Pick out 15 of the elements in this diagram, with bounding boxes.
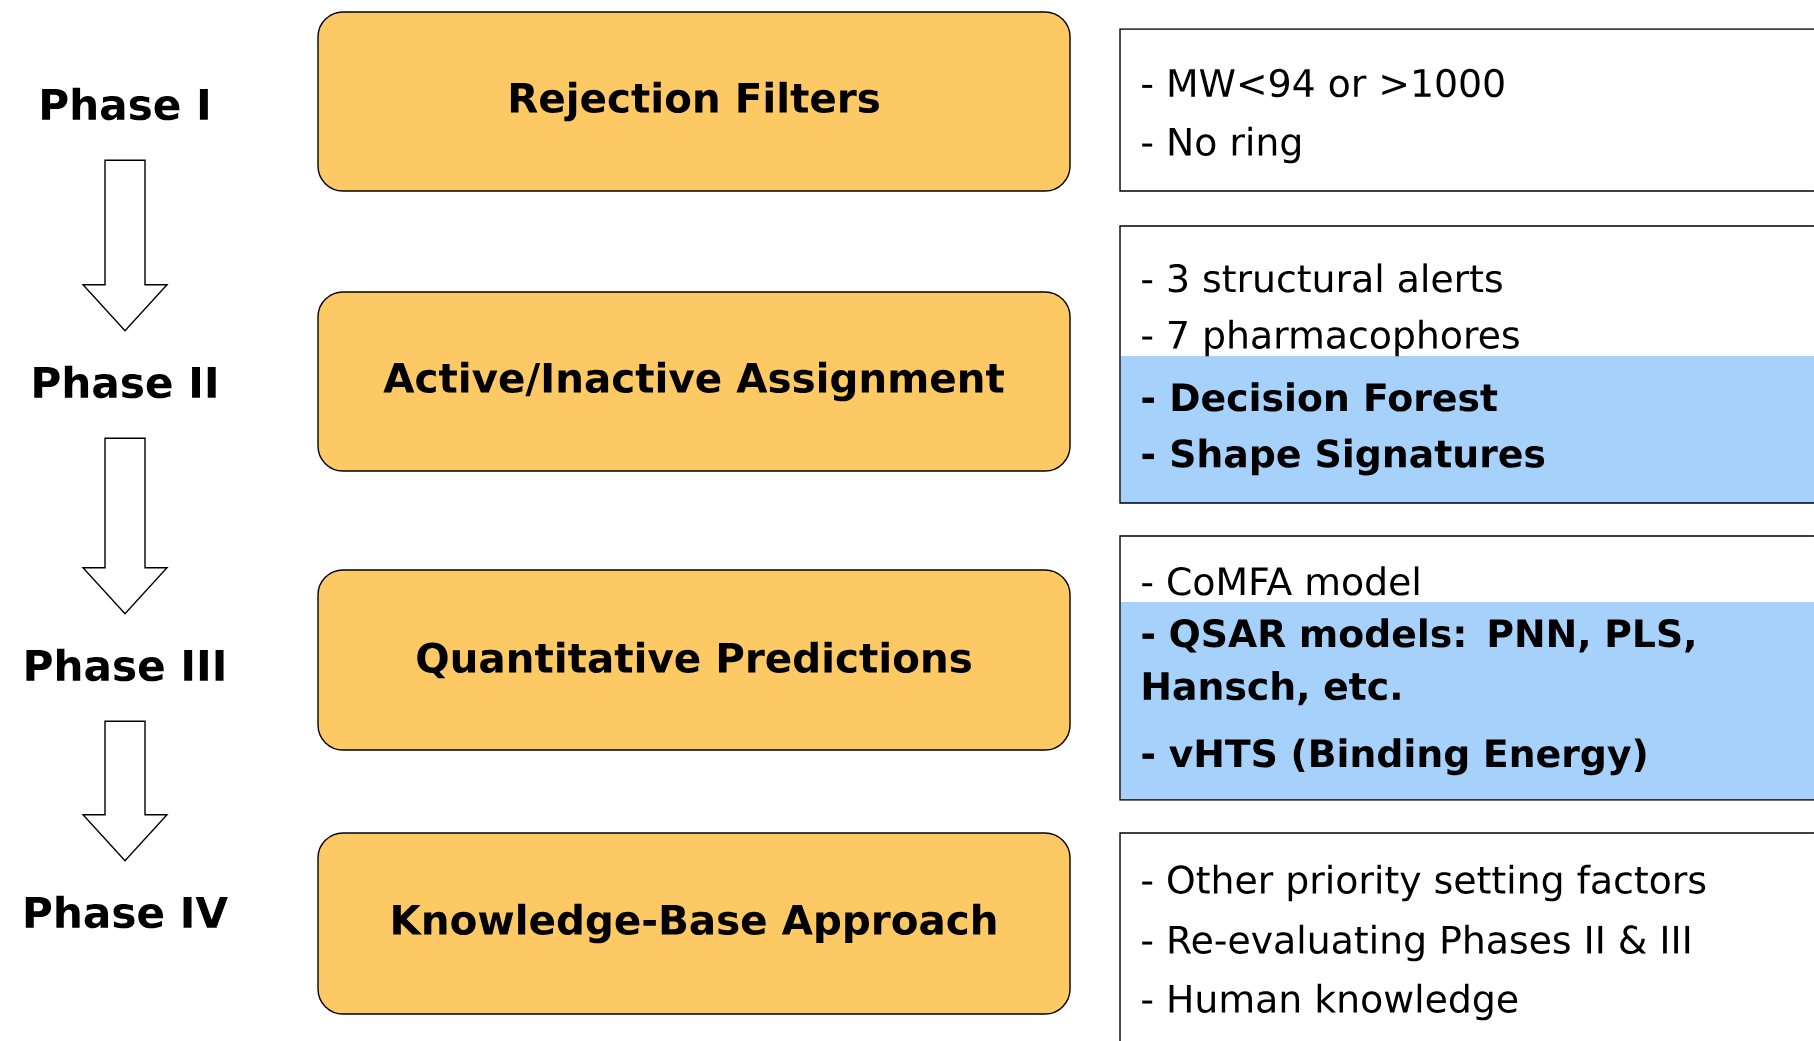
- process-box: Knowledge-Base Approach: [317, 832, 1071, 1015]
- process-box: Quantitative Predictions: [317, 569, 1071, 751]
- phase-label: Phase III: [26, 648, 224, 682]
- process-box: Rejection Filters: [317, 11, 1071, 192]
- note-box: - MW<94 or >1000 - No ring: [1119, 28, 1814, 192]
- phase-label: Phase I: [42, 87, 208, 121]
- highlight-band: - QSAR models: PNN, PLS, Hansch, etc. - vHTS (Binding Energy): [1121, 602, 1814, 800]
- phase-label: Phase II: [34, 365, 216, 399]
- phase-label: Phase IV: [25, 895, 228, 929]
- block-arrow: [81, 437, 169, 615]
- process-box: Active/Inactive Assignment: [317, 291, 1071, 472]
- note-box: - Other priority setting factors - Re-evaluating Phases II & III - Human knowledge: [1119, 832, 1814, 1041]
- highlight-band: - Decision Forest - Shape Signatures: [1121, 356, 1814, 503]
- block-arrow: [81, 720, 169, 862]
- block-arrow: [81, 159, 169, 332]
